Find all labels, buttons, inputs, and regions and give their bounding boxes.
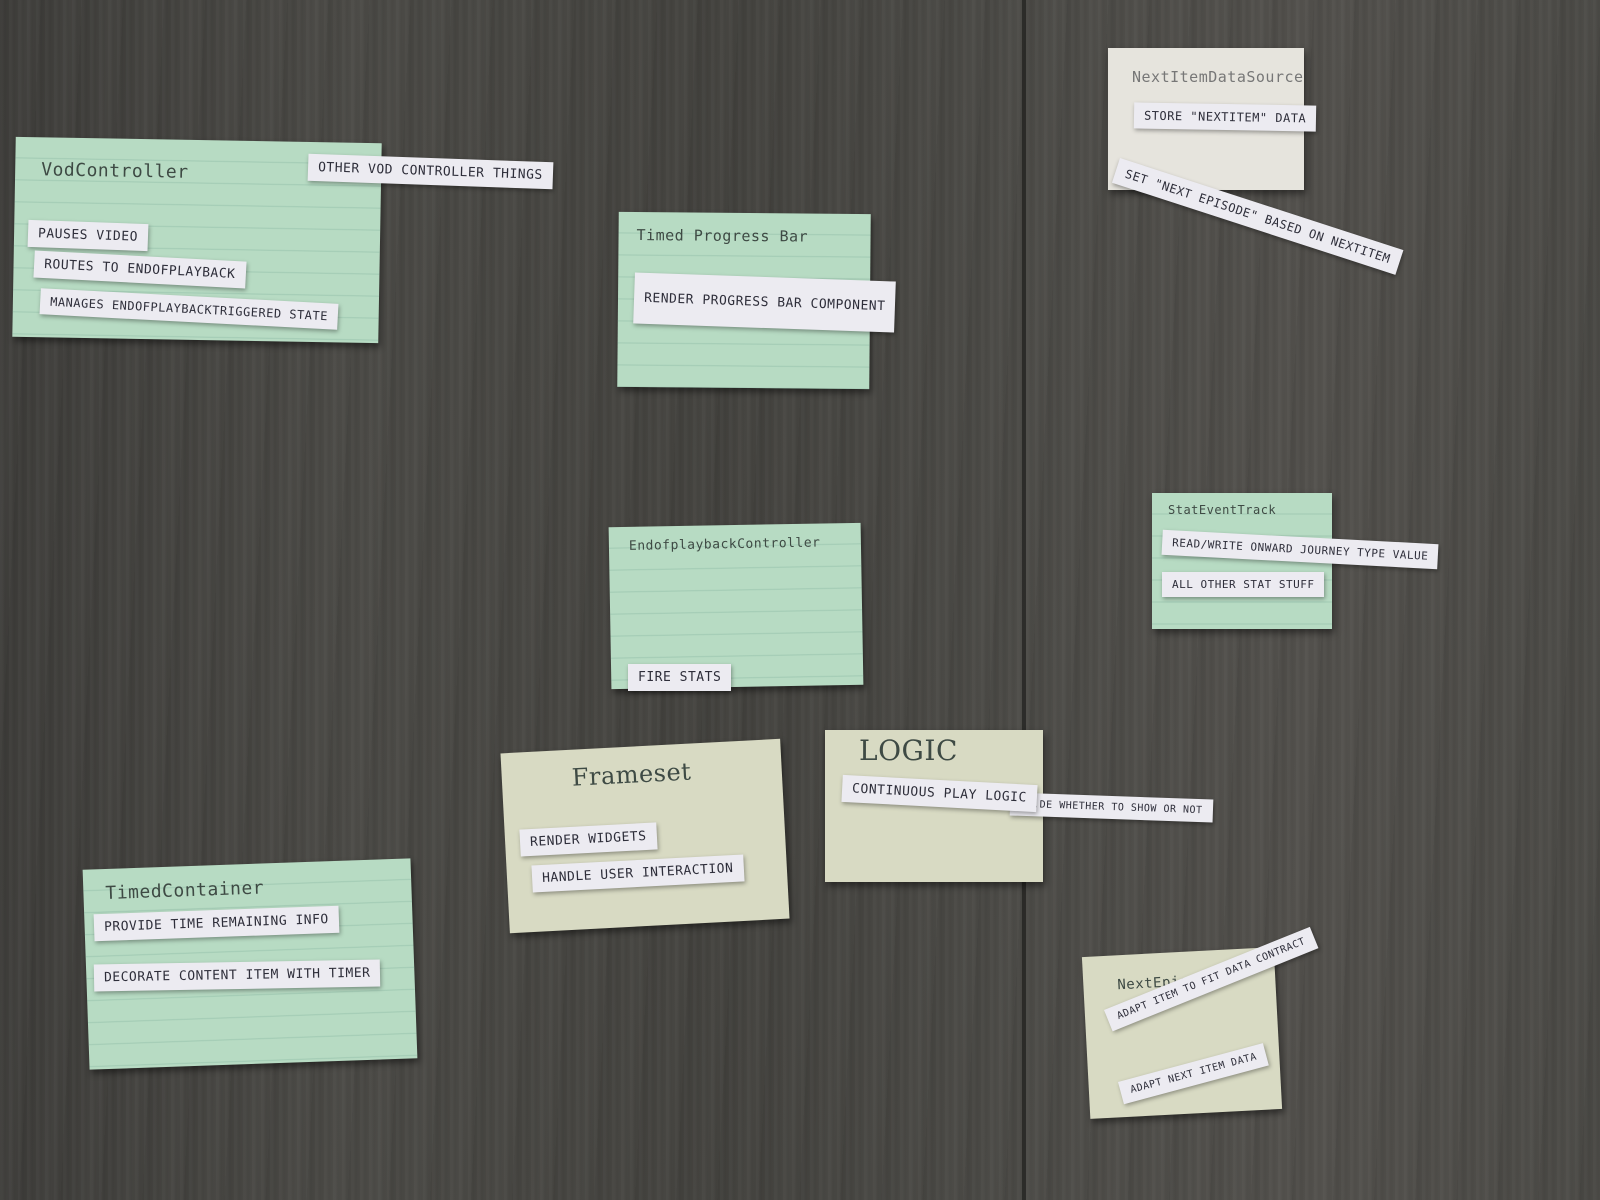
card-title: NextItemDataSource [1132,68,1304,86]
card-title: TimedContainer [105,877,265,904]
strip-decorate-content-item: Decorate content item with timer [93,959,381,992]
card-title: StatEventTrack [1168,503,1277,517]
card-title: LOGIC [859,734,958,767]
card-title: EndofplaybackController [628,535,821,554]
strip-fire-stats: Fire stats [628,664,732,691]
strip-store-nextitem-data: Store "nextitem" data [1133,102,1317,132]
strip-all-other-stat-stuff: All other stat stuff [1162,572,1325,597]
door-seam [1022,0,1026,1200]
strip-pauses-video: Pauses video [27,219,149,252]
card-title: Frameset [571,757,692,792]
card-title: Timed Progress Bar [636,226,809,246]
strip-render-progress-bar: Render progress bar component [633,272,897,333]
card-title: VodController [41,159,189,183]
